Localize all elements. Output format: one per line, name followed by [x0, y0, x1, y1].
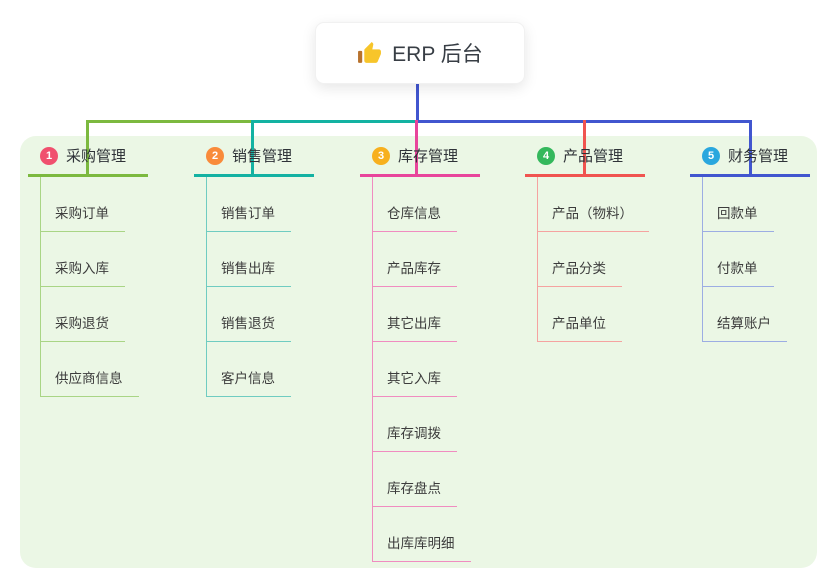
branch-title[interactable]: 2 销售管理: [194, 146, 314, 177]
child-item[interactable]: 仓库信息: [373, 177, 457, 232]
child-item[interactable]: 其它出库: [373, 287, 457, 342]
branch-sales: 2 销售管理 销售订单 销售出库 销售退货 客户信息: [194, 146, 314, 397]
child-item[interactable]: 结算账户: [703, 287, 787, 342]
branch-title[interactable]: 4 产品管理: [525, 146, 645, 177]
root-node-label: ERP 后台: [392, 43, 483, 66]
branch-finance: 5 财务管理 回款单 付款单 结算账户: [690, 146, 810, 342]
child-item[interactable]: 产品（物料）: [538, 177, 649, 232]
connector-bus-green: [86, 120, 251, 123]
branch-number-badge: 5: [702, 146, 720, 165]
child-item[interactable]: 其它入库: [373, 342, 457, 397]
child-item[interactable]: 供应商信息: [41, 342, 139, 397]
connector-drop-product: [583, 120, 586, 177]
branch-label: 销售管理: [232, 148, 293, 165]
branch-number-badge: 2: [206, 146, 224, 165]
child-item[interactable]: 出库库明细: [373, 507, 471, 562]
child-item[interactable]: 客户信息: [207, 342, 291, 397]
child-item[interactable]: 销售出库: [207, 232, 291, 287]
branch-label: 库存管理: [398, 148, 459, 165]
child-item[interactable]: 采购入库: [41, 232, 125, 287]
branch-children: 采购订单 采购入库 采购退货 供应商信息: [40, 177, 139, 397]
child-item[interactable]: 采购订单: [41, 177, 125, 232]
connector-drop-inventory: [415, 120, 418, 177]
branch-title[interactable]: 3 库存管理: [360, 146, 480, 177]
connector-drop-finance: [749, 120, 752, 177]
branch-label: 财务管理: [728, 148, 789, 165]
branch-number-badge: 4: [537, 146, 555, 165]
branch-children: 销售订单 销售出库 销售退货 客户信息: [206, 177, 291, 397]
child-item[interactable]: 付款单: [703, 232, 774, 287]
connector-drop-sales: [251, 120, 254, 177]
branch-children: 仓库信息 产品库存 其它出库 其它入库 库存调拨 库存盘点 出库库明细: [372, 177, 471, 562]
branch-title[interactable]: 1 采购管理: [28, 146, 148, 177]
child-item[interactable]: 产品单位: [538, 287, 622, 342]
thumbs-up-icon: [357, 41, 382, 66]
branch-children: 产品（物料） 产品分类 产品单位: [537, 177, 649, 342]
child-item[interactable]: 回款单: [703, 177, 774, 232]
child-item[interactable]: 销售退货: [207, 287, 291, 342]
branch-label: 采购管理: [66, 148, 127, 165]
branch-title[interactable]: 5 财务管理: [690, 146, 810, 177]
map-background-panel: [20, 136, 817, 568]
root-node[interactable]: ERP 后台: [315, 22, 525, 84]
branch-purchase: 1 采购管理 采购订单 采购入库 采购退货 供应商信息: [28, 146, 148, 397]
branch-children: 回款单 付款单 结算账户: [702, 177, 787, 342]
branch-number-badge: 1: [40, 146, 58, 165]
child-item[interactable]: 销售订单: [207, 177, 291, 232]
child-item[interactable]: 产品库存: [373, 232, 457, 287]
child-item[interactable]: 库存盘点: [373, 452, 457, 507]
branch-product: 4 产品管理 产品（物料） 产品分类 产品单位: [525, 146, 649, 342]
branch-number-badge: 3: [372, 146, 390, 165]
branch-inventory: 3 库存管理 仓库信息 产品库存 其它出库 其它入库 库存调拨 库存盘点 出库库…: [360, 146, 480, 562]
child-item[interactable]: 库存调拨: [373, 397, 457, 452]
connector-root-stem: [416, 82, 419, 123]
child-item[interactable]: 产品分类: [538, 232, 622, 287]
child-item[interactable]: 采购退货: [41, 287, 125, 342]
branch-label: 产品管理: [563, 148, 624, 165]
connector-drop-purchase: [86, 120, 89, 177]
connector-bus-teal: [251, 120, 417, 123]
